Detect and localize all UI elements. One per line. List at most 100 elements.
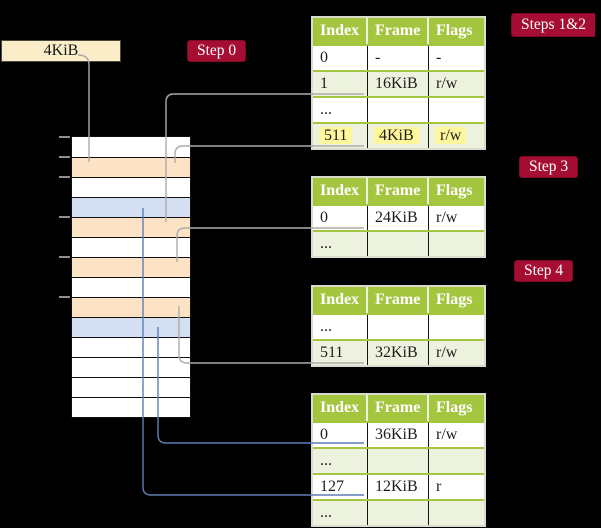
step-label-4-text: Step 4 (524, 262, 564, 279)
column-header-flags: Flags (436, 22, 473, 39)
cell-text: 32KiB (375, 344, 418, 361)
table-cell: - (368, 46, 429, 70)
memory-frame-6 (72, 257, 190, 277)
table-cell: ... (313, 98, 368, 122)
memory-tick-5 (59, 296, 70, 298)
free-block-label: 4KiB (43, 42, 79, 59)
table-cell (368, 501, 429, 525)
memory-frame-8 (72, 297, 190, 317)
column-header-frame: Frame (368, 287, 429, 313)
table-cell: - (429, 46, 484, 70)
table-cell (368, 232, 429, 256)
table-cell: 4KiB (368, 124, 429, 148)
column-header-index: Index (313, 287, 368, 313)
memory-frame-5 (72, 237, 190, 257)
memory-frame-7 (72, 277, 190, 297)
table-cell: ... (313, 315, 368, 339)
table-cell (429, 501, 484, 525)
step-label-1-2-text: Steps 1&2 (521, 16, 587, 33)
column-header-index: Index (313, 178, 368, 204)
table-cell (429, 449, 484, 473)
cell-text: 511 (319, 127, 353, 144)
step-label-3: Step 3 (519, 156, 579, 178)
table-cell: 16KiB (368, 72, 429, 96)
step-label-0-text: Step 0 (197, 42, 237, 59)
memory-frame-9 (72, 317, 190, 337)
column-header-frame: Frame (368, 395, 429, 421)
table-cell: ... (313, 232, 368, 256)
cell-text: ... (320, 235, 332, 252)
page-table-step-3-row-0: 0 24KiB r/w (313, 204, 484, 230)
column-header-flags: Flags (436, 399, 473, 416)
cell-text: ... (320, 101, 332, 118)
memory-frame-2 (72, 177, 190, 197)
cell-text: ... (320, 452, 332, 469)
column-header-frame: Frame (368, 178, 429, 204)
memory-frame-11 (72, 357, 190, 377)
step-label-1-2: Steps 1&2 (511, 13, 596, 37)
cell-text: 511 (320, 344, 344, 361)
table-cell (429, 98, 484, 122)
column-header-flags: Flags (436, 182, 473, 199)
table-cell (429, 315, 484, 339)
page-table-step-4-row-1: 511 32KiB r/w (313, 339, 484, 365)
page-table-steps-1-2-row-3: 511 4KiB r/w (313, 122, 484, 148)
cell-text: 127 (320, 478, 344, 495)
step-label-3-text: Step 3 (529, 158, 569, 175)
table-cell: 24KiB (368, 206, 429, 230)
table-cell (368, 449, 429, 473)
column-header-flags: Flags (436, 291, 473, 308)
page-table-bottom-row-1: ... (313, 447, 484, 473)
cell-text: 0 (320, 209, 328, 226)
table-cell: 32KiB (368, 341, 429, 365)
memory-frame-4 (72, 217, 190, 237)
memory-tick-3 (59, 216, 70, 218)
step-label-0: Step 0 (187, 40, 247, 62)
cell-text: 16KiB (375, 75, 418, 92)
cell-text: - (436, 49, 442, 66)
table-cell: 0 (313, 46, 368, 70)
memory-frame-10 (72, 337, 190, 357)
table-cell: 511 (313, 341, 368, 365)
memory-tick-4 (59, 256, 70, 258)
table-cell (368, 98, 429, 122)
page-table-step-3-row-1: ... (313, 230, 484, 256)
cell-text: 0 (320, 426, 328, 443)
cell-text: r/w (436, 209, 458, 226)
page-table-step-4-row-0: ... (313, 313, 484, 339)
table-cell: 12KiB (368, 475, 429, 499)
table-cell: ... (313, 449, 368, 473)
table-cell (368, 315, 429, 339)
column-header-frame: Frame (368, 18, 429, 44)
page-table-bottom-row-3: ... (313, 499, 484, 525)
cell-text: r/w (435, 127, 467, 144)
table-cell: 0 (313, 423, 368, 447)
cell-text: r/w (436, 426, 458, 443)
table-cell: ... (313, 501, 368, 525)
table-cell: r/w (429, 206, 484, 230)
column-header-index: Index (313, 18, 368, 44)
table-cell: r/w (429, 341, 484, 365)
column-header-index: Index (313, 395, 368, 421)
memory-tick-2 (59, 176, 70, 178)
cell-text: ... (320, 318, 332, 335)
table-cell: r/w (429, 423, 484, 447)
step-label-4: Step 4 (514, 260, 574, 282)
cell-text: 0 (320, 49, 328, 66)
cell-text: 24KiB (375, 209, 418, 226)
cell-text: 4KiB (374, 127, 419, 144)
table-cell: r/w (429, 72, 484, 96)
memory-tick-1 (59, 156, 70, 158)
table-cell: r/w (429, 124, 484, 148)
table-cell: 127 (313, 475, 368, 499)
cell-text: r/w (436, 344, 458, 361)
